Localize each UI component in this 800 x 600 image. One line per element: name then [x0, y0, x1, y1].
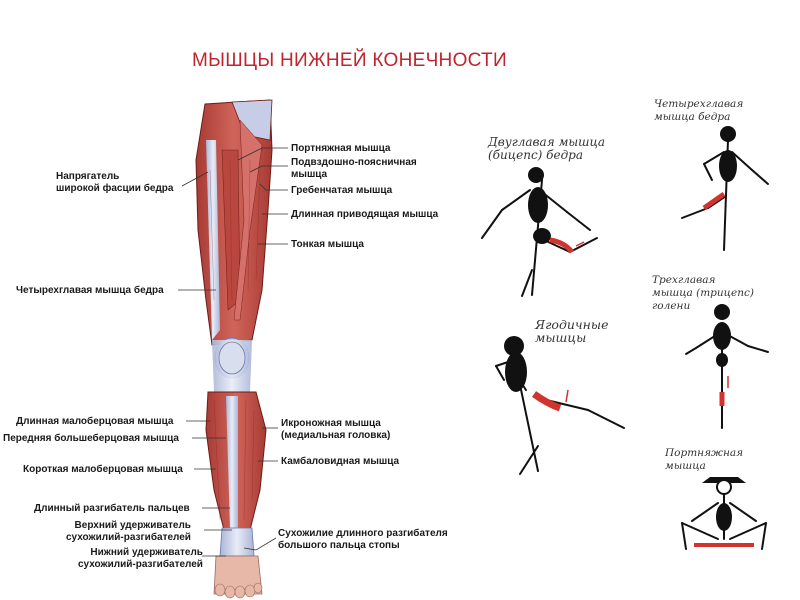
label-tibialis-anterior: Передняя большеберцовая мышца	[3, 433, 179, 444]
ankle	[219, 527, 255, 557]
leader-ext-hallucis	[243, 537, 277, 551]
panel-sartorius	[681, 477, 767, 550]
leader-iliopsoas	[249, 165, 288, 173]
panel-quadriceps	[681, 126, 769, 251]
label-peroneus-longus: Длинная малоберцовая мышца	[16, 416, 174, 427]
leader-tensor	[181, 171, 209, 187]
panel-biceps-femoris	[481, 167, 598, 297]
label-gracilis: Тонкая мышца	[291, 239, 364, 250]
tibia-strip	[226, 396, 238, 528]
foot	[213, 555, 263, 595]
it-band	[206, 140, 220, 340]
label-sartorius: Портняжная мышца	[291, 143, 391, 154]
leader-sartorius	[237, 147, 288, 161]
label-quadriceps: Четырехглавая мышца бедра	[16, 285, 164, 296]
label-extensor-digitorum: Длинный разгибатель пальцев	[34, 503, 190, 514]
panel-triceps	[685, 304, 769, 429]
panel-glutes	[495, 336, 625, 475]
label-peroneus-brevis: Короткая малоберцовая мышца	[23, 464, 183, 475]
label-gastrocnemius: Икроножная мышца(медиальная головка)	[281, 418, 391, 441]
panel-text-biceps: Двуглавая мышца(бицепс) бедра	[488, 135, 606, 162]
label-adductor-longus: Длинная приводящая мышца	[291, 209, 439, 220]
label-pectineus: Гребенчатая мышца	[291, 185, 393, 196]
page-title: МЫШЦЫ НИЖНЕЙ КОНЕЧНОСТИ	[192, 50, 507, 71]
leader-pectineus	[259, 183, 288, 191]
sartorius-strip	[233, 119, 263, 321]
label-soleus: Камбаловидная мышца	[281, 456, 400, 467]
